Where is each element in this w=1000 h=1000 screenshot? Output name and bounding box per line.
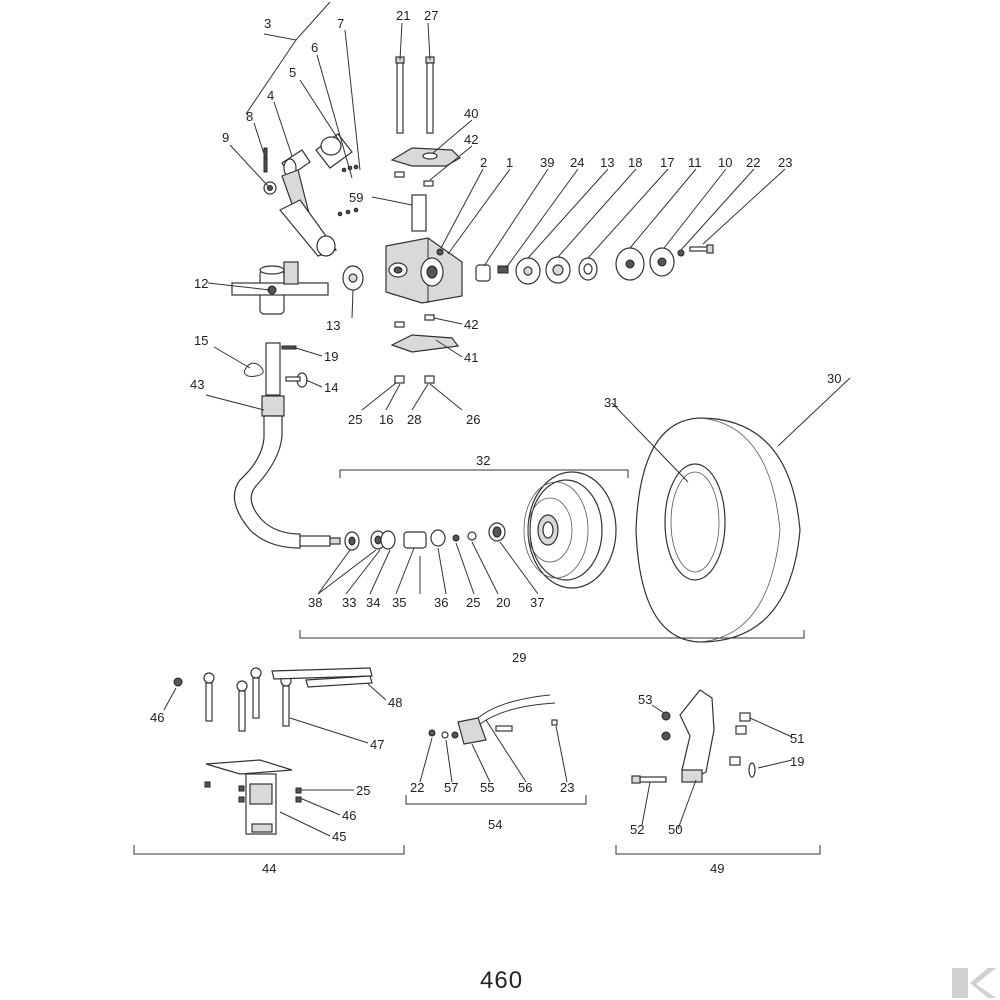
callout-17: 17 bbox=[660, 155, 674, 170]
callout-9: 9 bbox=[222, 130, 229, 145]
callout-51: 51 bbox=[790, 731, 804, 746]
callout-10: 10 bbox=[718, 155, 732, 170]
tire-30-drawing bbox=[635, 417, 801, 643]
callout-labels: 3 7 6 5 4 8 9 21 27 40 42 2 1 39 24 13 1… bbox=[150, 8, 841, 876]
callout-46-right: 46 bbox=[342, 808, 356, 823]
spacer-drawing bbox=[394, 171, 405, 178]
callout-35: 35 bbox=[392, 595, 406, 610]
watermark-logo-icon bbox=[952, 968, 996, 998]
callout-52: 52 bbox=[630, 822, 644, 837]
callout-4: 4 bbox=[267, 88, 274, 103]
callout-48: 48 bbox=[388, 695, 402, 710]
callout-37: 37 bbox=[530, 595, 544, 610]
pin-59-drawing bbox=[411, 194, 427, 232]
callout-13-top: 13 bbox=[600, 155, 614, 170]
callout-23-top: 23 bbox=[778, 155, 792, 170]
callout-20: 20 bbox=[496, 595, 510, 610]
bracket-1-2-drawing bbox=[385, 237, 463, 304]
rim-32-drawing bbox=[523, 471, 617, 589]
callout-31: 31 bbox=[604, 395, 618, 410]
callout-22-group54: 22 bbox=[410, 780, 424, 795]
bolt-27-drawing bbox=[425, 56, 435, 134]
callout-24: 24 bbox=[570, 155, 584, 170]
callout-34: 34 bbox=[366, 595, 380, 610]
callout-15: 15 bbox=[194, 333, 208, 348]
callout-26: 26 bbox=[466, 412, 480, 427]
callout-38: 38 bbox=[308, 595, 322, 610]
callout-43: 43 bbox=[190, 377, 204, 392]
part-drawings bbox=[173, 56, 801, 835]
callout-27: 27 bbox=[424, 8, 438, 23]
callout-3: 3 bbox=[264, 16, 271, 31]
callout-33: 33 bbox=[342, 595, 356, 610]
callout-42-top: 42 bbox=[464, 132, 478, 147]
callout-36: 36 bbox=[434, 595, 448, 610]
callout-53: 53 bbox=[638, 692, 652, 707]
washer-13-drawing bbox=[342, 265, 364, 291]
callout-1: 1 bbox=[506, 155, 513, 170]
callout-13-left: 13 bbox=[326, 318, 340, 333]
callout-23-group54: 23 bbox=[560, 780, 574, 795]
page-number: 460 bbox=[480, 967, 523, 994]
callout-21: 21 bbox=[396, 8, 410, 23]
callout-39: 39 bbox=[540, 155, 554, 170]
callout-25-axle: 25 bbox=[466, 595, 480, 610]
callout-44: 44 bbox=[262, 861, 276, 876]
callout-2: 2 bbox=[480, 155, 487, 170]
callout-32: 32 bbox=[476, 453, 490, 468]
callout-54: 54 bbox=[488, 817, 502, 832]
spacer-42-drawing bbox=[423, 180, 434, 187]
housing-12-drawing bbox=[231, 261, 329, 315]
callout-19-upper: 19 bbox=[324, 349, 338, 364]
group-44-drawing bbox=[173, 667, 373, 835]
lower-spacers-drawing bbox=[390, 314, 460, 384]
callout-7: 7 bbox=[337, 16, 344, 31]
callout-8: 8 bbox=[246, 109, 253, 124]
group-49-drawing bbox=[631, 689, 756, 784]
callout-22-top: 22 bbox=[746, 155, 760, 170]
arm-assembly-drawing bbox=[263, 133, 359, 257]
callout-28: 28 bbox=[407, 412, 421, 427]
callout-30: 30 bbox=[827, 371, 841, 386]
bolt-21-drawing bbox=[395, 56, 405, 134]
fork-43-drawing bbox=[233, 342, 341, 549]
axle-stack-drawing bbox=[344, 522, 506, 551]
callout-42-bottom: 42 bbox=[464, 317, 478, 332]
callout-25-upper: 25 bbox=[348, 412, 362, 427]
callout-56: 56 bbox=[518, 780, 532, 795]
callout-41: 41 bbox=[464, 350, 478, 365]
leader-lines bbox=[133, 1, 851, 855]
callout-55: 55 bbox=[480, 780, 494, 795]
callout-45: 45 bbox=[332, 829, 346, 844]
callout-49: 49 bbox=[710, 861, 724, 876]
callout-11: 11 bbox=[688, 155, 702, 170]
callout-59: 59 bbox=[349, 190, 363, 205]
callout-6: 6 bbox=[311, 40, 318, 55]
callout-50: 50 bbox=[668, 822, 682, 837]
group-54-drawing bbox=[428, 694, 558, 745]
callout-5: 5 bbox=[289, 65, 296, 80]
callout-25-group44: 25 bbox=[356, 783, 370, 798]
callout-29: 29 bbox=[512, 650, 526, 665]
callout-19-group49: 19 bbox=[790, 754, 804, 769]
callout-16: 16 bbox=[379, 412, 393, 427]
callout-40: 40 bbox=[464, 106, 478, 121]
callout-46-left: 46 bbox=[150, 710, 164, 725]
callout-18: 18 bbox=[628, 155, 642, 170]
plate-40-drawing bbox=[390, 147, 461, 167]
callout-47: 47 bbox=[370, 737, 384, 752]
callout-14: 14 bbox=[324, 380, 338, 395]
callout-12: 12 bbox=[194, 276, 208, 291]
callout-57: 57 bbox=[444, 780, 458, 795]
